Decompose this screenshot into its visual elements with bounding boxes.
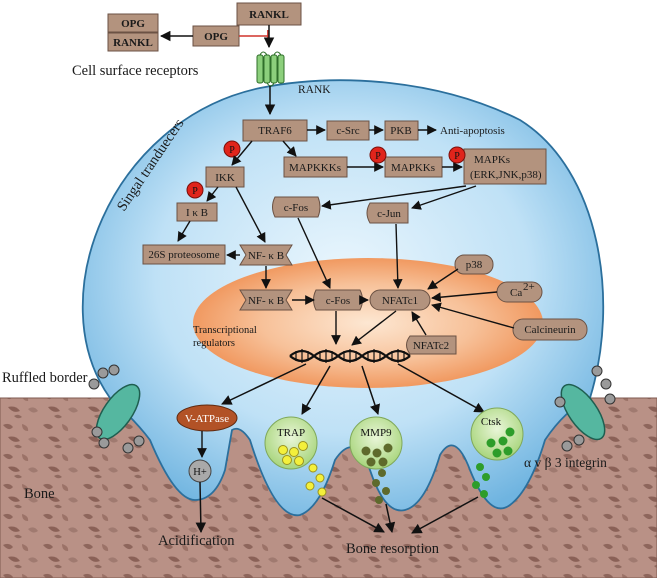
integrin-right — [554, 365, 616, 452]
dna-helix-icon — [289, 349, 411, 363]
svg-text:OPG: OPG — [204, 31, 228, 43]
svg-text:IKK: IKK — [215, 172, 235, 184]
c-fos-shape — [272, 196, 321, 218]
svg-text:P: P — [454, 151, 460, 162]
ruffled-border-label: Ruffled border — [2, 370, 88, 386]
nucleus — [193, 258, 543, 388]
ctsk-vesicle — [470, 407, 524, 461]
svg-text:c-Fos: c-Fos — [284, 202, 308, 214]
svg-text:MAPKKKs: MAPKKKs — [289, 162, 341, 174]
svg-text:V-ATPase: V-ATPase — [185, 413, 229, 425]
mapks-box — [463, 148, 547, 185]
rank-receptor-icon — [256, 51, 285, 87]
svg-text:c-Jun: c-Jun — [377, 208, 401, 220]
svg-text:PKB: PKB — [390, 125, 411, 137]
svg-text:p38: p38 — [466, 259, 483, 271]
released-trap-particles — [305, 463, 327, 497]
cell-surface-receptors-label: Cell surface receptors — [72, 63, 199, 79]
rank-label: RANK — [298, 84, 331, 96]
svg-text:Ca: Ca — [510, 287, 522, 299]
svg-text:I κ B: I κ B — [186, 207, 208, 219]
released-ctsk-particles — [472, 463, 490, 498]
svg-text:P: P — [229, 145, 235, 156]
nfatc2-shape — [406, 335, 457, 355]
proteosome-box — [142, 244, 226, 265]
svg-text:H+: H+ — [193, 467, 207, 478]
bone-resorption-label: Bone resorption — [346, 541, 440, 557]
ikk-box — [205, 166, 245, 188]
ctsk-label: Ctsk — [481, 416, 502, 428]
svg-text:P: P — [375, 151, 381, 162]
svg-text:NF- κ B: NF- κ B — [248, 250, 284, 262]
svg-text:NF- κ B: NF- κ B — [248, 295, 284, 307]
ikb-box — [176, 202, 218, 222]
svg-text:MAPKs: MAPKs — [474, 154, 510, 166]
svg-text:NFATc2: NFATc2 — [413, 340, 449, 352]
nfkb-shape — [239, 244, 293, 266]
bone-label: Bone — [24, 486, 55, 502]
trap-vesicle — [264, 416, 318, 470]
transcriptional-label: Transcriptional — [193, 325, 257, 336]
integrin-left — [88, 364, 145, 454]
svg-text:NFATc1: NFATc1 — [382, 295, 418, 307]
svg-text:c-Src: c-Src — [336, 125, 359, 137]
svg-text:MAPKKs: MAPKKs — [391, 162, 435, 174]
anti-apoptosis-label: Anti-apoptosis — [440, 125, 505, 137]
svg-text:OPG: OPG — [121, 18, 145, 30]
p38-box — [454, 254, 494, 275]
opg-complex-top — [107, 13, 159, 33]
nucleus-nfkb-shape — [239, 289, 293, 311]
mmp9-vesicle — [349, 416, 403, 470]
svg-text:RANKL: RANKL — [113, 37, 153, 49]
regulators-label: regulators — [193, 338, 235, 349]
v-atpase-pump — [176, 404, 238, 432]
opg-complex-bottom — [107, 32, 159, 52]
svg-text:RANKL: RANKL — [249, 9, 289, 21]
svg-text:P: P — [192, 186, 198, 197]
nfatc1-box — [369, 289, 431, 311]
phospho-marker: P — [448, 146, 466, 164]
svg-text:c-Fos: c-Fos — [326, 295, 350, 307]
acidification-label: Acidification — [158, 533, 235, 549]
svg-text:Calcineurin: Calcineurin — [524, 324, 576, 336]
calcineurin-box — [512, 318, 588, 341]
svg-text:2+: 2+ — [523, 281, 535, 293]
phospho-marker: P — [369, 146, 387, 164]
c-jun-shape — [366, 202, 409, 224]
svg-text:(ERK,JNK,p38): (ERK,JNK,p38) — [470, 169, 542, 181]
phospho-marker: P — [223, 140, 241, 158]
svg-text:26S proteosome: 26S proteosome — [148, 249, 219, 261]
mmp9-label: MMP9 — [360, 427, 392, 439]
phospho-marker: P — [186, 181, 204, 199]
svg-text:TRAF6: TRAF6 — [258, 125, 292, 137]
released-mmp9-particles — [372, 469, 390, 504]
integrin-label: α v β 3 integrin — [524, 455, 607, 470]
trap-label: TRAP — [277, 427, 305, 439]
